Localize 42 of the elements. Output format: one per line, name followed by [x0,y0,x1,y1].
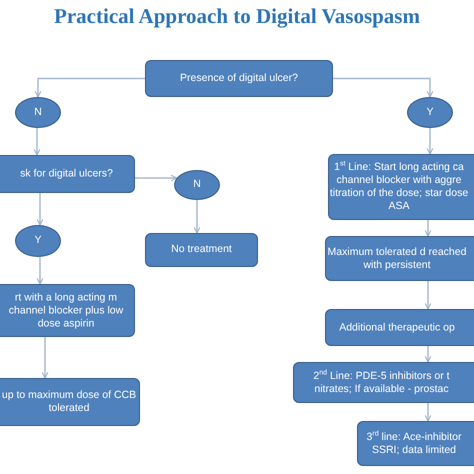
process-box [0,155,135,193]
process-box [357,421,474,466]
box-text: Maximum tolerated d reached with persistent [326,245,468,272]
process-box [325,309,474,346]
box-text: 3$^{rd}$ line: Ace-inhibitor SSRI; data limited [366,430,462,457]
decision-oval [15,97,61,128]
box-text: 2$^{nd}$ Line: PDE-5 inhibitors or t nitrates; If available - prostac [312,369,451,396]
arrow [36,256,44,285]
box-text: rt with a long acting m channel blocker plus low dose aspirin [8,290,124,330]
decision-oval [407,97,453,128]
arrow [424,281,432,310]
process-box [0,284,135,337]
box-text: Y [34,234,42,248]
process-box [145,60,333,97]
arrow [34,78,145,98]
arrow [36,193,44,226]
process-box [328,154,474,220]
arrow [34,128,40,156]
box-text: N [34,106,42,120]
box-text: N [193,178,201,192]
arrow [135,174,178,182]
arrow [194,200,200,234]
arrow [424,220,432,237]
process-box [325,236,474,281]
process-box [145,233,258,267]
arrow [424,403,432,422]
process-box [0,378,140,426]
process-box [293,362,474,403]
box-text: 1$^{st}$ Line: Start long acting ca channel blocker with aggre titration of the dose; star dose ASA [329,160,469,214]
box-text: up to maximum dose of CCB tolerated [1,388,137,416]
box-text: Presence of digital ulcer? [180,72,298,86]
arrow [333,78,434,98]
arrow [426,128,434,155]
box-text: Y [426,106,434,120]
arrow [424,346,432,363]
box-text: Additional therapeutic op [338,320,456,334]
decision-oval [15,225,61,257]
arrow [42,337,48,379]
box-text: No treatment [171,243,232,257]
diagram-title: Practical Approach to Digital Vasospasm [54,4,420,28]
box-text: sk for digital ulcers? [19,167,114,181]
decision-oval [174,170,220,200]
